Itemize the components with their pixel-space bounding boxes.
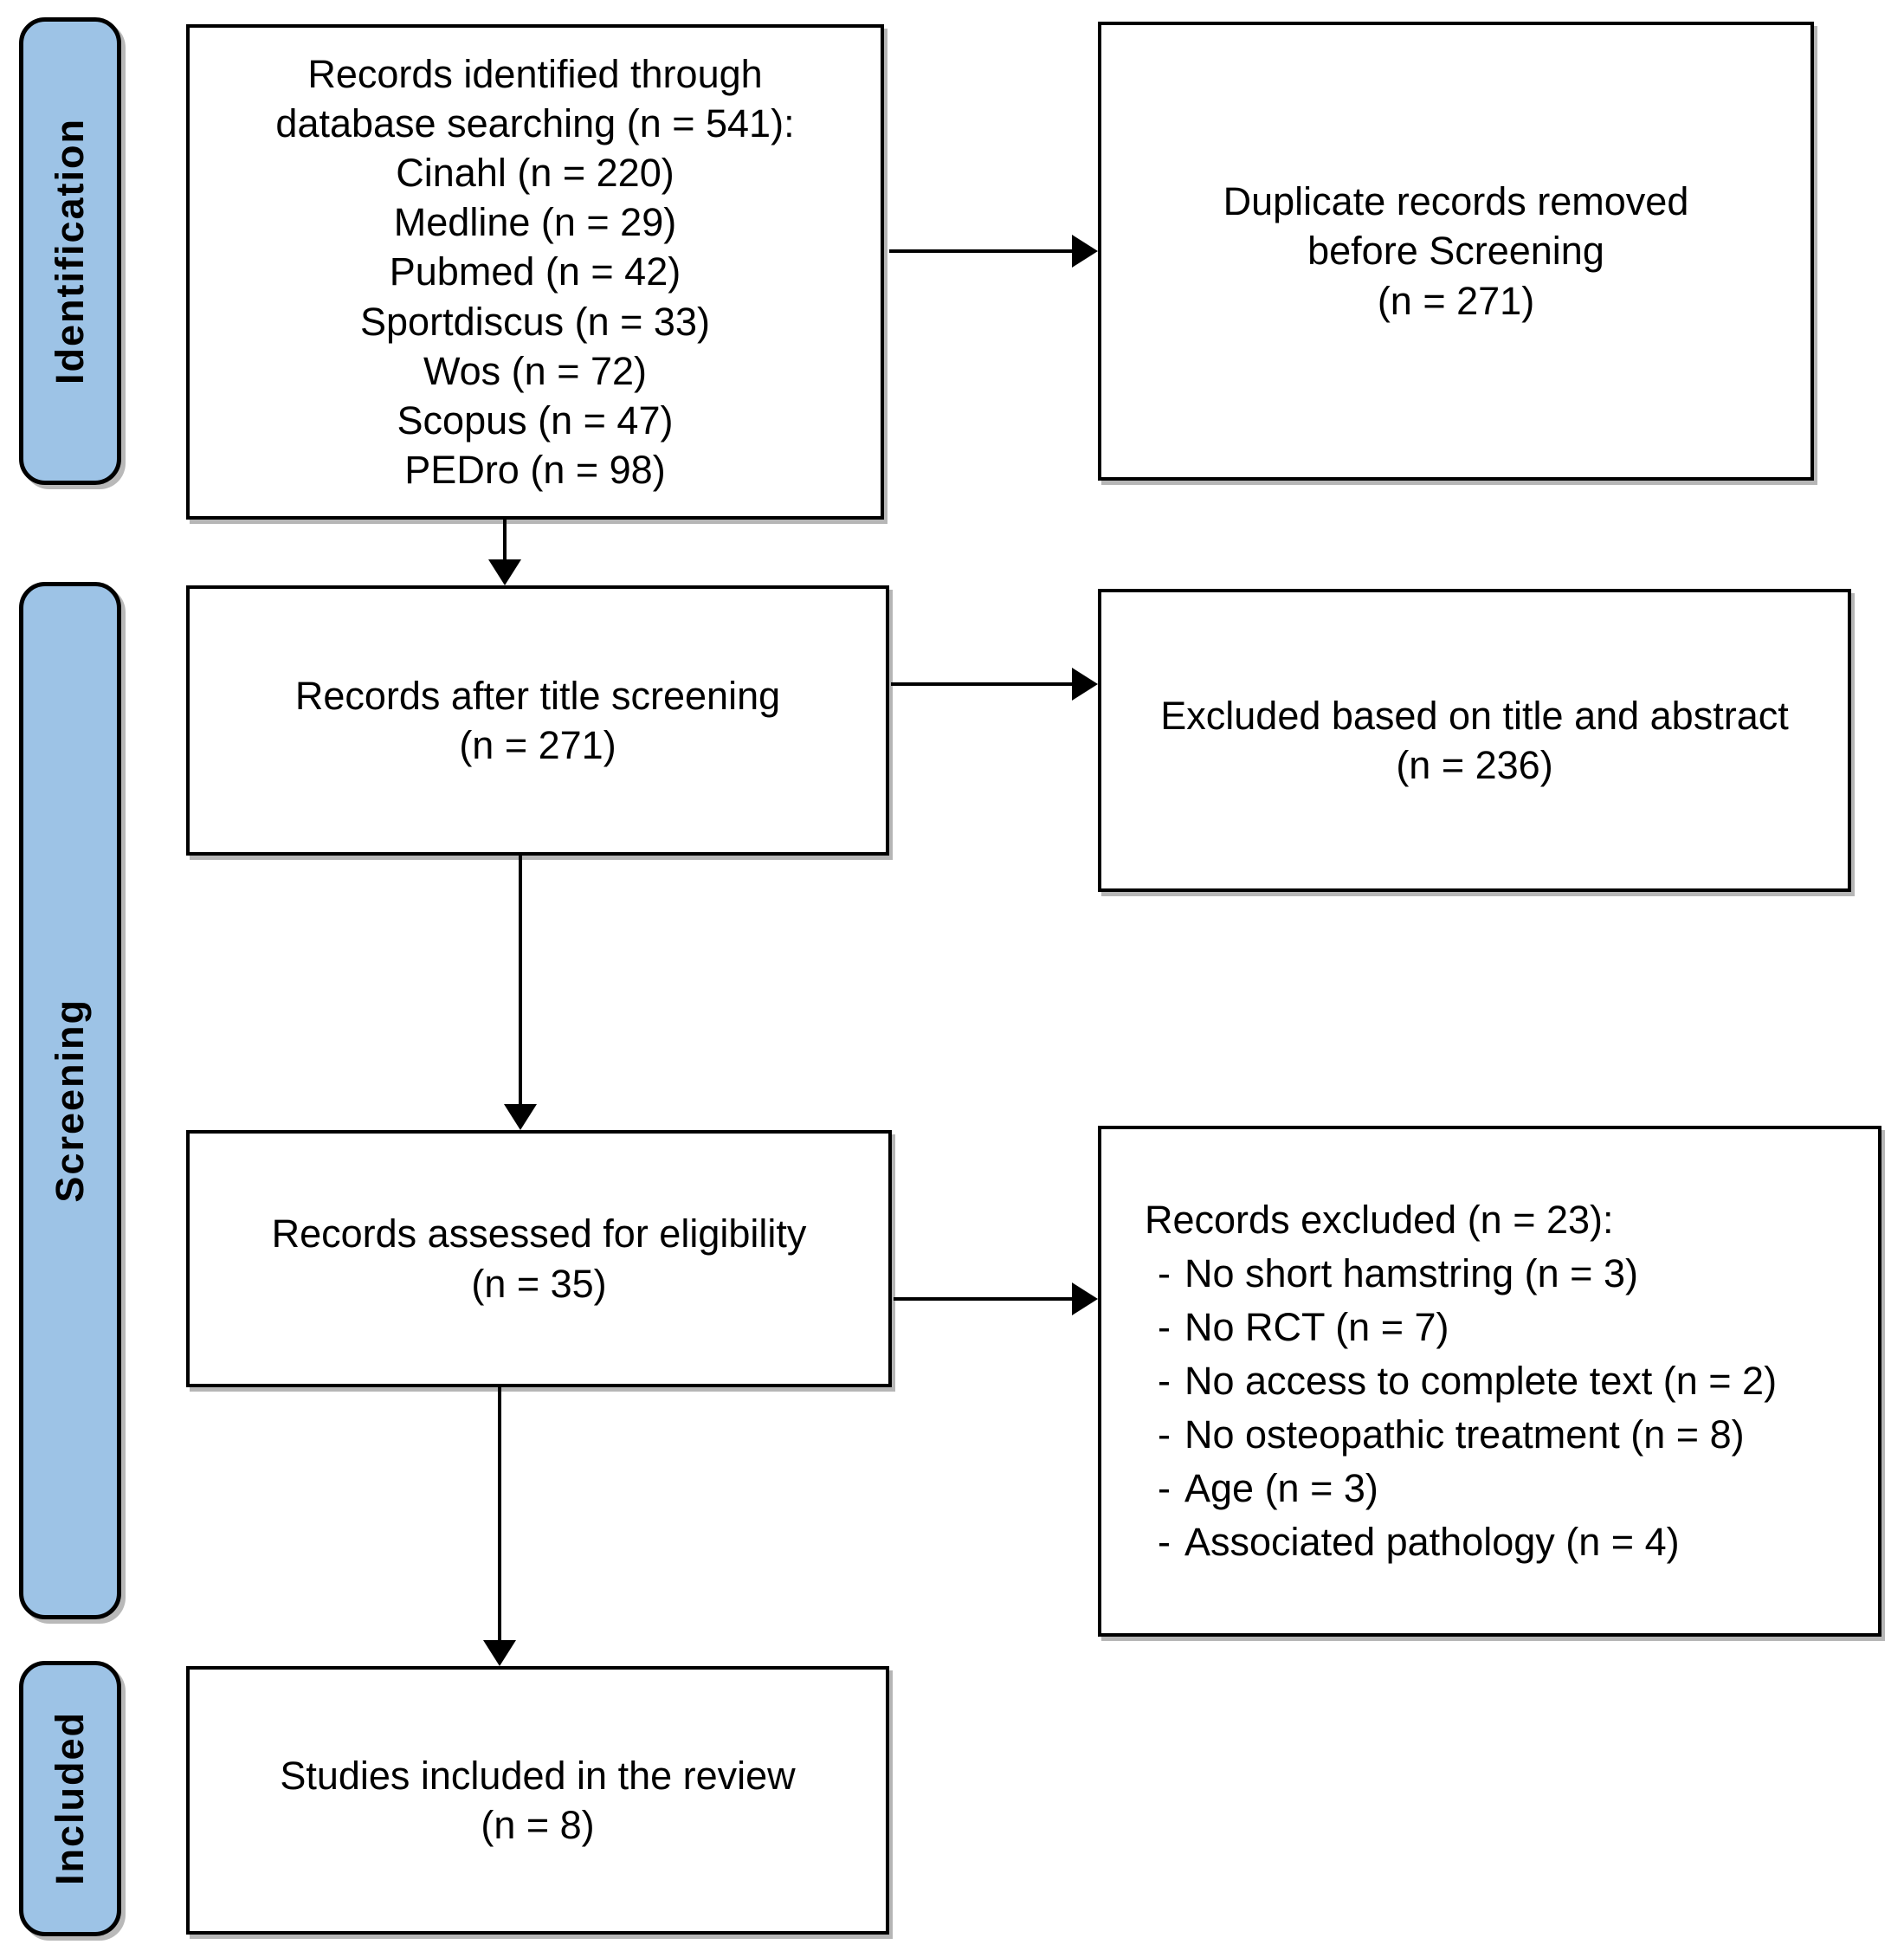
bullet-dash: - — [1158, 1412, 1171, 1457]
text-line: database searching (n = 541): — [275, 101, 795, 145]
arrowhead-down-icon — [483, 1640, 516, 1666]
box-assessed-eligibility: Records assessed for eligibility (n = 35… — [186, 1130, 892, 1387]
arrow-shaft — [519, 856, 522, 1108]
exclusion-reason-item: - No access to complete text (n = 2) — [1145, 1354, 1852, 1408]
exclusion-reason-label: Age (n = 3) — [1184, 1466, 1378, 1511]
text-line: Pubmed (n = 42) — [389, 249, 681, 294]
arrow-shaft — [498, 1387, 501, 1644]
box-assessed-eligibility-text: Records assessed for eligibility (n = 35… — [190, 1209, 888, 1308]
arrow-shaft — [889, 249, 1075, 253]
box-duplicates-removed-text: Duplicate records removed before Screeni… — [1101, 177, 1810, 325]
box-records-excluded: Records excluded (n = 23): - No short ha… — [1098, 1126, 1881, 1637]
box-excluded-title-abstract-text: Excluded based on title and abstract (n … — [1101, 691, 1848, 790]
text-line: Records assessed for eligibility — [271, 1211, 807, 1257]
box-after-title-screening: Records after title screening (n = 271) — [186, 585, 889, 856]
box-records-identified-text: Records identified through database sear… — [190, 49, 881, 494]
arrowhead-right-icon — [1072, 235, 1098, 268]
text-line: Records identified through — [307, 51, 763, 96]
text-line: (n = 8) — [481, 1803, 595, 1847]
stage-label-screening: Screening — [48, 998, 92, 1203]
text-line: before Screening — [1307, 229, 1604, 274]
box-duplicates-removed: Duplicate records removed before Screeni… — [1098, 22, 1814, 481]
bullet-dash: - — [1158, 1520, 1171, 1565]
exclusion-reason-item: - Associated pathology (n = 4) — [1145, 1515, 1852, 1569]
arrowhead-right-icon — [1072, 1282, 1098, 1315]
arrow-identified-to-title-screening — [488, 520, 521, 585]
box-excluded-title-abstract: Excluded based on title and abstract (n … — [1098, 589, 1851, 892]
text-line: (n = 35) — [471, 1261, 607, 1306]
text-line: Duplicate records removed — [1223, 179, 1689, 224]
exclusion-reason-item: - Age (n = 3) — [1145, 1462, 1852, 1515]
arrow-shaft — [894, 1297, 1075, 1301]
arrow-identified-to-duplicates — [889, 235, 1098, 268]
arrowhead-down-icon — [488, 559, 521, 585]
arrow-shaft — [503, 520, 507, 563]
arrow-shaft — [891, 682, 1075, 686]
bullet-dash: - — [1158, 1358, 1171, 1403]
exclusion-reason-item: - No short hamstring (n = 3) — [1145, 1247, 1852, 1301]
arrow-title-screening-to-excluded — [891, 668, 1098, 701]
text-line: (n = 271) — [1377, 278, 1535, 323]
exclusion-reason-label: Associated pathology (n = 4) — [1184, 1520, 1680, 1565]
exclusion-reason-label: No access to complete text (n = 2) — [1184, 1358, 1778, 1403]
text-line: Studies included in the review — [280, 1753, 796, 1798]
bullet-dash: - — [1158, 1466, 1171, 1511]
exclusion-reason-label: No osteopathic treatment (n = 8) — [1184, 1412, 1745, 1457]
exclusion-reason-item: - No RCT (n = 7) — [1145, 1301, 1852, 1354]
arrow-eligibility-to-included-studies — [483, 1387, 516, 1666]
box-included-studies: Studies included in the review (n = 8) — [186, 1666, 889, 1935]
stage-bar-identification: Identification — [19, 17, 121, 485]
text-line: Medline (n = 29) — [393, 200, 677, 245]
exclusion-reason-item: - No osteopathic treatment (n = 8) — [1145, 1408, 1852, 1462]
bullet-dash: - — [1158, 1304, 1171, 1349]
text-line: Sportdiscus (n = 33) — [360, 299, 710, 344]
stage-label-included: Included — [48, 1711, 92, 1886]
arrow-eligibility-to-records-excluded — [894, 1282, 1098, 1315]
box-records-identified: Records identified through database sear… — [186, 24, 884, 520]
stage-bar-included: Included — [19, 1661, 121, 1936]
records-excluded-heading: Records excluded (n = 23): — [1145, 1197, 1614, 1242]
text-line: Excluded based on title and abstract — [1160, 693, 1789, 738]
text-line: (n = 271) — [459, 723, 616, 767]
arrowhead-down-icon — [504, 1104, 537, 1130]
exclusion-reason-label: No short hamstring (n = 3) — [1184, 1250, 1638, 1295]
arrow-title-screening-to-eligibility — [504, 856, 537, 1130]
stage-bar-screening: Screening — [19, 582, 121, 1619]
box-records-excluded-text: Records excluded (n = 23): - No short ha… — [1101, 1193, 1878, 1570]
text-line: PEDro (n = 98) — [404, 447, 666, 492]
text-line: Cinahl (n = 220) — [396, 151, 674, 196]
text-line: Wos (n = 72) — [423, 348, 648, 393]
bullet-dash: - — [1158, 1250, 1171, 1295]
stage-label-identification: Identification — [48, 118, 92, 384]
text-line: Records after title screening — [294, 673, 781, 718]
box-after-title-screening-text: Records after title screening (n = 271) — [190, 671, 886, 770]
text-line: Scopus (n = 47) — [397, 397, 674, 443]
arrowhead-right-icon — [1072, 668, 1098, 701]
text-line: (n = 236) — [1396, 743, 1553, 787]
exclusion-reason-label: No RCT (n = 7) — [1184, 1304, 1449, 1349]
box-included-studies-text: Studies included in the review (n = 8) — [190, 1751, 886, 1850]
